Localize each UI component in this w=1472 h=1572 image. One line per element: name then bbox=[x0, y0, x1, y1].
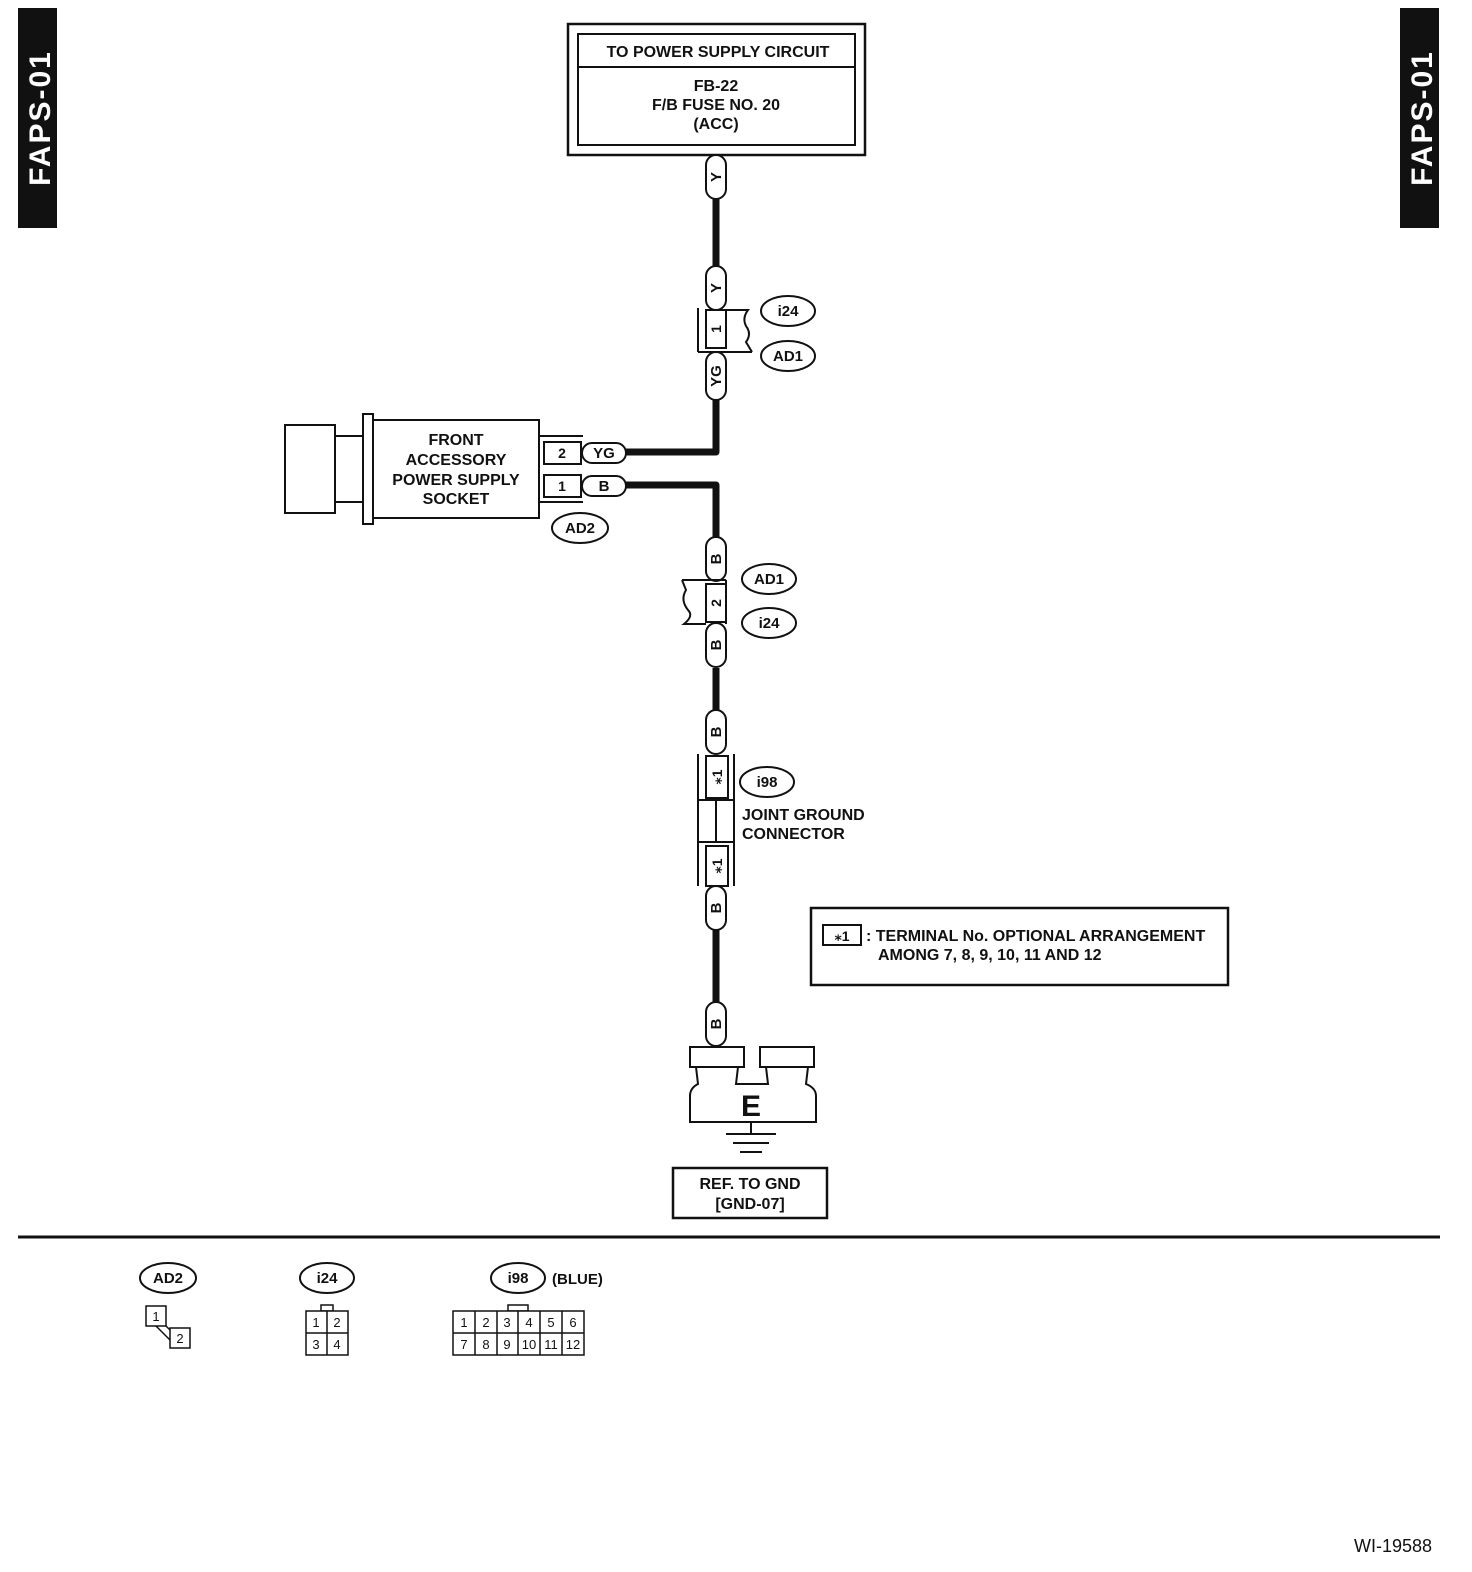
ground-terminal: E bbox=[689, 1046, 817, 1153]
wire-label-b-1: B bbox=[705, 536, 727, 582]
note-symbol: ⁎1 bbox=[834, 928, 849, 944]
wire-label-y-mid: Y bbox=[705, 265, 727, 311]
ground-ref-line2: [GND-07] bbox=[715, 1196, 784, 1213]
wire-paths bbox=[626, 198, 720, 1005]
connector-tag-i24-upper: i24 bbox=[760, 295, 816, 327]
svg-text:3: 3 bbox=[312, 1337, 319, 1352]
connector-ad1-i24-lower: 2 bbox=[681, 579, 727, 625]
svg-text:i24: i24 bbox=[778, 303, 800, 320]
joint-label-line2: CONNECTOR bbox=[742, 826, 845, 843]
legend-i98: i98 (BLUE) 1 2 3 4 5 6 7 8 9 10 11 12 bbox=[452, 1262, 603, 1356]
svg-text:i24: i24 bbox=[759, 615, 781, 632]
connector-tag-i24-lower: i24 bbox=[741, 607, 797, 639]
svg-text:2: 2 bbox=[176, 1331, 183, 1346]
power-box-title: TO POWER SUPPLY CIRCUIT bbox=[607, 44, 830, 61]
connector-tag-ad1-upper: AD1 bbox=[760, 340, 816, 372]
wire-label-b-horizontal: B bbox=[581, 475, 627, 497]
svg-text:1: 1 bbox=[152, 1309, 159, 1324]
svg-text:11: 11 bbox=[544, 1337, 558, 1352]
wire-label-yg-horizontal: YG bbox=[581, 442, 627, 464]
wire-label-b-3: B bbox=[705, 709, 727, 755]
svg-text:1: 1 bbox=[312, 1315, 319, 1330]
socket-label-line2: ACCESSORY bbox=[406, 452, 507, 469]
power-supply-box: TO POWER SUPPLY CIRCUIT FB-22 F/B FUSE N… bbox=[566, 22, 867, 157]
svg-text:7: 7 bbox=[460, 1337, 467, 1352]
svg-text:1: 1 bbox=[460, 1315, 467, 1330]
svg-text:8: 8 bbox=[482, 1337, 489, 1352]
connector-i24-ad1-upper: 1 bbox=[697, 308, 753, 353]
svg-text:1: 1 bbox=[708, 325, 724, 333]
ground-label: E bbox=[741, 1090, 761, 1123]
wire-label-y-top: Y bbox=[705, 154, 727, 200]
svg-text:5: 5 bbox=[547, 1315, 554, 1330]
svg-text:B: B bbox=[708, 726, 725, 737]
svg-text:AD2: AD2 bbox=[565, 520, 595, 537]
power-box-line1: FB-22 bbox=[694, 78, 739, 95]
socket-label-line4: SOCKET bbox=[423, 491, 490, 508]
side-tab-right: FAPS-01 bbox=[1400, 8, 1439, 228]
note-line1: : TERMINAL No. OPTIONAL ARRANGEMENT bbox=[866, 928, 1205, 945]
legend-ad2: AD2 1 2 bbox=[139, 1262, 197, 1349]
wire-label-b-2: B bbox=[705, 622, 727, 668]
wire-label-b-4: B bbox=[705, 885, 727, 931]
svg-text:i98: i98 bbox=[757, 774, 778, 791]
svg-text:4: 4 bbox=[525, 1315, 532, 1330]
svg-text:⁎1: ⁎1 bbox=[709, 769, 725, 784]
power-box-line2: F/B FUSE NO. 20 bbox=[652, 97, 780, 114]
svg-text:YG: YG bbox=[593, 445, 615, 462]
svg-text:2: 2 bbox=[708, 599, 724, 607]
figure-code: WI-19588 bbox=[1354, 1536, 1432, 1556]
connector-tag-ad2: AD2 bbox=[551, 512, 609, 544]
svg-text:2: 2 bbox=[482, 1315, 489, 1330]
side-tab-left: FAPS-01 bbox=[18, 8, 57, 228]
svg-text:AD1: AD1 bbox=[773, 348, 803, 365]
joint-ground-connector: ⁎1 ⁎1 bbox=[697, 754, 735, 887]
svg-text:AD1: AD1 bbox=[754, 571, 784, 588]
svg-text:YG: YG bbox=[708, 365, 725, 387]
svg-text:AD2: AD2 bbox=[153, 1270, 183, 1287]
legend-i98-color: (BLUE) bbox=[552, 1271, 603, 1288]
svg-text:2: 2 bbox=[333, 1315, 340, 1330]
svg-text:3: 3 bbox=[503, 1315, 510, 1330]
ground-ref-line1: REF. TO GND bbox=[699, 1176, 800, 1193]
svg-text:6: 6 bbox=[569, 1315, 576, 1330]
svg-text:9: 9 bbox=[503, 1337, 510, 1352]
svg-text:1: 1 bbox=[558, 478, 566, 494]
svg-text:⁎1: ⁎1 bbox=[709, 858, 725, 873]
ground-ref-box: REF. TO GND [GND-07] bbox=[671, 1166, 829, 1220]
svg-text:i24: i24 bbox=[317, 1270, 339, 1287]
connector-tag-ad1-lower: AD1 bbox=[741, 563, 797, 595]
socket-label-line1: FRONT bbox=[428, 432, 483, 449]
svg-text:Y: Y bbox=[708, 283, 725, 293]
joint-label-line1: JOINT GROUND bbox=[742, 807, 865, 824]
svg-text:B: B bbox=[708, 553, 725, 564]
svg-text:2: 2 bbox=[558, 445, 566, 461]
svg-text:Y: Y bbox=[708, 172, 725, 182]
power-box-line3: (ACC) bbox=[693, 116, 738, 133]
svg-text:12: 12 bbox=[566, 1337, 580, 1352]
side-tab-right-label: FAPS-01 bbox=[1406, 50, 1439, 186]
power-supply-socket: FRONT ACCESSORY POWER SUPPLY SOCKET 2 1 bbox=[284, 413, 583, 525]
socket-label-line3: POWER SUPPLY bbox=[392, 472, 520, 489]
svg-text:10: 10 bbox=[522, 1337, 536, 1352]
svg-text:4: 4 bbox=[333, 1337, 340, 1352]
terminal-note-box: ⁎1 : TERMINAL No. OPTIONAL ARRANGEMENT A… bbox=[809, 906, 1230, 987]
svg-text:B: B bbox=[708, 639, 725, 650]
legend-i24: i24 1 2 3 4 bbox=[299, 1262, 355, 1356]
connector-tag-i98: i98 bbox=[739, 766, 795, 798]
note-line2: AMONG 7, 8, 9, 10, 11 AND 12 bbox=[878, 947, 1102, 964]
svg-text:B: B bbox=[708, 1018, 725, 1029]
svg-text:i98: i98 bbox=[508, 1270, 529, 1287]
side-tab-left-label: FAPS-01 bbox=[24, 50, 57, 186]
wire-label-b-5: B bbox=[705, 1001, 727, 1047]
svg-text:B: B bbox=[708, 902, 725, 913]
wire-label-yg-vertical: YG bbox=[705, 351, 727, 401]
svg-text:B: B bbox=[599, 478, 610, 495]
